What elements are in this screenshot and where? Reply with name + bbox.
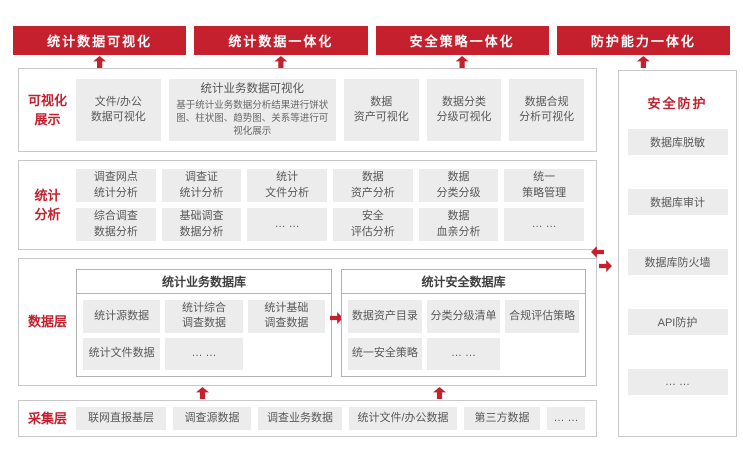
up-arrow-icon: [93, 56, 107, 68]
banner-protection-capability-integration: 防护能力一体化: [556, 26, 730, 55]
layer-label-collection: 采集层: [27, 410, 67, 426]
box-ellipsis: … …: [627, 369, 728, 395]
box-title: 统计业务数据可视化: [200, 83, 305, 96]
box-stat-basic-survey-data: 统计基础 调查数据: [247, 300, 325, 333]
banner-row: 统计数据可视化 统计数据一体化 安全策略一体化 防护能力一体化: [13, 26, 730, 55]
box-stat-file-data: 统计文件数据: [83, 337, 161, 370]
box-data-asset-catalog: 数据资产目录: [348, 300, 422, 333]
box-description: 基于统计业务数据分析结果进行饼状图、柱状图、趋势图、关系等进行可视化展示: [176, 100, 329, 137]
banner-security-policy-integration: 安全策略一体化: [375, 26, 549, 55]
security-column-title: 安全防护: [647, 96, 708, 111]
up-arrow-icon: [455, 56, 469, 68]
panel-title: 统计安全数据库: [342, 270, 585, 294]
up-arrow-icon: [636, 56, 650, 68]
box-unified-security-policy: 统一安全策略: [348, 337, 422, 370]
layer-label-data: 数据层: [27, 314, 67, 330]
banner-stat-data-integration: 统计数据一体化: [194, 26, 368, 55]
layer-statistical-analysis: 统计 分析 调查网点 统计分析 调查证 统计分析 统计 文件分析 数据 资产分析…: [18, 160, 597, 250]
box-database-firewall: 数据库防火墙: [627, 249, 728, 275]
panel-stat-security-database: 统计安全数据库 数据资产目录 分类分级清单 合规评估策略 统一安全策略 … …: [341, 269, 586, 377]
layer-visualization: 可视化 展示 文件/办公 数据可视化 统计业务数据可视化 基于统计业务数据分析结…: [18, 68, 597, 152]
box-ellipsis: … …: [247, 208, 327, 241]
box-compliance-assessment-policy: 合规评估策略: [505, 300, 579, 333]
box-third-party-data: 第三方数据: [464, 407, 540, 430]
box-stat-file-analysis: 统计 文件分析: [247, 169, 327, 202]
box-ellipsis: … …: [504, 208, 584, 241]
panel-title: 统计业务数据库: [77, 270, 331, 294]
box-data-asset-visualization: 数据 资产可视化: [343, 79, 419, 141]
box-classification-list: 分类分级清单: [426, 300, 501, 333]
box-comprehensive-survey-analysis: 综合调查 数据分析: [76, 208, 156, 241]
layer-data: 数据层 统计业务数据库 统计源数据 统计综合 调查数据 统计基础 调查数据 统计…: [18, 258, 597, 386]
box-stat-source-data: 统计源数据: [83, 300, 161, 333]
left-arrow-icon: [591, 246, 604, 258]
up-arrow-icon: [274, 56, 288, 68]
box-data-asset-analysis: 数据 资产分析: [332, 169, 413, 202]
box-data-classification-visualization: 数据分类 分级可视化: [426, 79, 502, 141]
right-arrow-icon: [599, 260, 612, 272]
panel-stat-business-database: 统计业务数据库 统计源数据 统计综合 调查数据 统计基础 调查数据 统计文件数据…: [76, 269, 332, 377]
column-security-protection: 安全防护 数据库脱敏 数据库审计 数据库防火墙 API防护 … …: [618, 70, 737, 437]
layer-label-visualization: 可视化 展示: [27, 92, 67, 128]
box-data-lineage-analysis: 数据 血亲分析: [418, 208, 499, 241]
box-basic-survey-analysis: 基础调查 数据分析: [161, 208, 242, 241]
layer-label-analysis: 统计 分析: [34, 187, 61, 223]
box-data-classification: 数据 分类分级: [418, 169, 499, 202]
box-survey-cert-analysis: 调查证 统计分析: [161, 169, 242, 202]
box-unified-policy-management: 统一 策略管理: [504, 169, 584, 202]
box-database-audit: 数据库审计: [627, 189, 728, 215]
box-stat-business-data-visualization: 统计业务数据可视化 基于统计业务数据分析结果进行饼状图、柱状图、趋势图、关系等进…: [168, 79, 336, 141]
up-arrow-icon: [433, 387, 446, 399]
box-stat-file-office-data: 统计文件/办公数据: [349, 407, 457, 430]
box-security-assessment-analysis: 安全 评估分析: [332, 208, 413, 241]
box-data-compliance-visualization: 数据合规 分析可视化: [509, 79, 584, 141]
layer-collection: 采集层 联网直报基层 调查源数据 调查业务数据 统计文件/办公数据 第三方数据 …: [18, 400, 597, 437]
box-database-masking: 数据库脱敏: [627, 129, 728, 155]
box-online-direct-report: 联网直报基层: [76, 407, 166, 430]
box-stat-comprehensive-survey-data: 统计综合 调查数据: [165, 300, 243, 333]
box-survey-site-analysis: 调查网点 统计分析: [76, 169, 156, 202]
banner-stat-data-visualization: 统计数据可视化: [13, 26, 187, 55]
box-ellipsis: … …: [426, 337, 501, 370]
box-survey-source-data: 调查源数据: [173, 407, 251, 430]
box-survey-business-data: 调查业务数据: [258, 407, 342, 430]
box-ellipsis: … …: [547, 407, 585, 430]
box-file-office-data-visualization: 文件/办公 数据可视化: [76, 79, 161, 141]
up-arrow-icon: [196, 387, 209, 399]
box-ellipsis: … …: [165, 337, 243, 370]
box-api-protection: API防护: [627, 309, 728, 335]
banner-arrow-row: [13, 56, 730, 68]
